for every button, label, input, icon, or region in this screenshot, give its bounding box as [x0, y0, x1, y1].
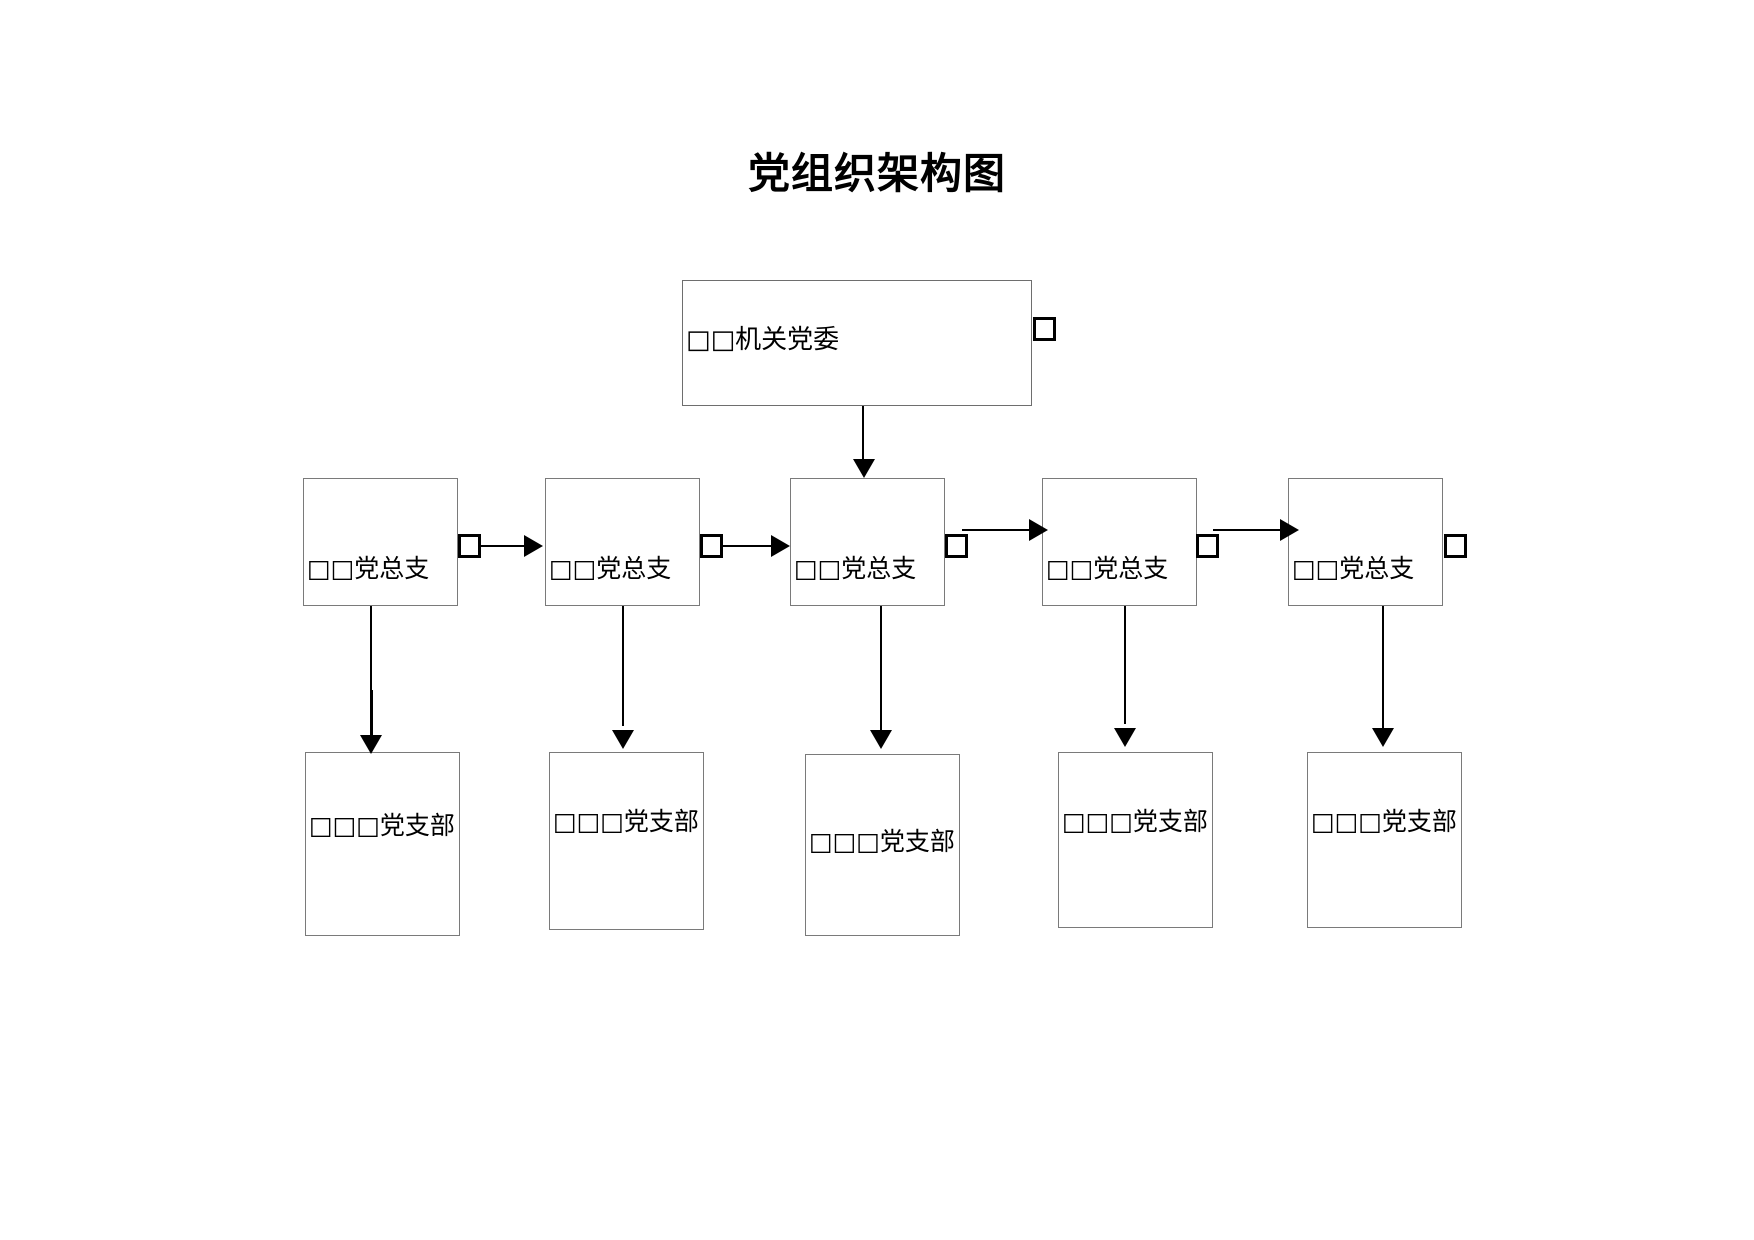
node-branch-3[interactable]: □□党总支: [790, 478, 945, 606]
node-branch-3-label: □□党总支: [794, 554, 917, 583]
arrow-right-icon-branch-3-to-4: [1029, 519, 1048, 541]
arrow-right-icon-branch-4-to-5: [1280, 519, 1299, 541]
edge-marker-icon-branch-1: [458, 534, 481, 558]
arrow-down-icon-branch-1-to-cell-1: [360, 735, 382, 754]
node-cell-3[interactable]: □□□党支部: [805, 754, 960, 936]
node-cell-5-label: □□□党支部: [1311, 807, 1457, 836]
connector-branch-2-to-3: [723, 545, 778, 547]
arrow-down-icon-branch-3-to-cell-3: [870, 730, 892, 749]
edge-marker-icon-top: [1033, 317, 1056, 341]
connector-branch-5-to-cell-5: [1382, 606, 1384, 728]
connector-branch-3-to-cell-3: [880, 606, 882, 730]
node-branch-4-label: □□党总支: [1046, 554, 1169, 583]
connector-branch-4-to-cell-4: [1124, 606, 1126, 724]
node-branch-2-label: □□党总支: [549, 554, 672, 583]
connector-top-to-branch-3: [862, 406, 864, 472]
node-cell-3-label: □□□党支部: [809, 827, 955, 856]
node-cell-1[interactable]: □□□党支部: [305, 752, 460, 936]
node-branch-2[interactable]: □□党总支: [545, 478, 700, 606]
edge-marker-icon-branch-5: [1444, 534, 1467, 558]
edge-marker-icon-branch-3: [945, 534, 968, 558]
node-branch-1-label: □□党总支: [307, 554, 430, 583]
connector-branch-3-to-4: [962, 529, 1036, 531]
node-cell-4[interactable]: □□□党支部: [1058, 752, 1213, 928]
connector-branch-2-to-cell-2: [622, 606, 624, 726]
arrow-down-icon-top-to-branch-3: [853, 459, 875, 478]
connector-branch-4-to-5: [1213, 529, 1287, 531]
node-cell-1-label: □□□党支部: [309, 811, 455, 840]
page-title: 党组织架构图: [747, 149, 1006, 198]
arrow-right-icon-branch-2-to-3: [771, 535, 790, 557]
arrow-right-icon-branch-1-to-2: [524, 535, 543, 557]
node-party-committee-label: □□机关党委: [686, 325, 840, 355]
arrow-down-icon-branch-5-to-cell-5: [1372, 728, 1394, 747]
node-cell-2[interactable]: □□□党支部: [549, 752, 704, 930]
edge-marker-icon-branch-4: [1196, 534, 1219, 558]
node-branch-5-label: □□党总支: [1292, 554, 1415, 583]
node-branch-1[interactable]: □□党总支: [303, 478, 458, 606]
connector-branch-1-to-cell-1-stem: [370, 690, 373, 745]
node-party-committee[interactable]: □□机关党委: [682, 280, 1032, 406]
arrow-down-icon-branch-4-to-cell-4: [1114, 728, 1136, 747]
edge-marker-icon-branch-2: [700, 534, 723, 558]
node-cell-5[interactable]: □□□党支部: [1307, 752, 1462, 928]
node-branch-4[interactable]: □□党总支: [1042, 478, 1197, 606]
node-branch-5[interactable]: □□党总支: [1288, 478, 1443, 606]
arrow-down-icon-branch-2-to-cell-2: [612, 730, 634, 749]
node-cell-4-label: □□□党支部: [1062, 807, 1208, 836]
connector-branch-1-to-2: [481, 545, 531, 547]
connector-branch-1-to-cell-1: [370, 606, 372, 718]
node-cell-2-label: □□□党支部: [553, 807, 699, 836]
